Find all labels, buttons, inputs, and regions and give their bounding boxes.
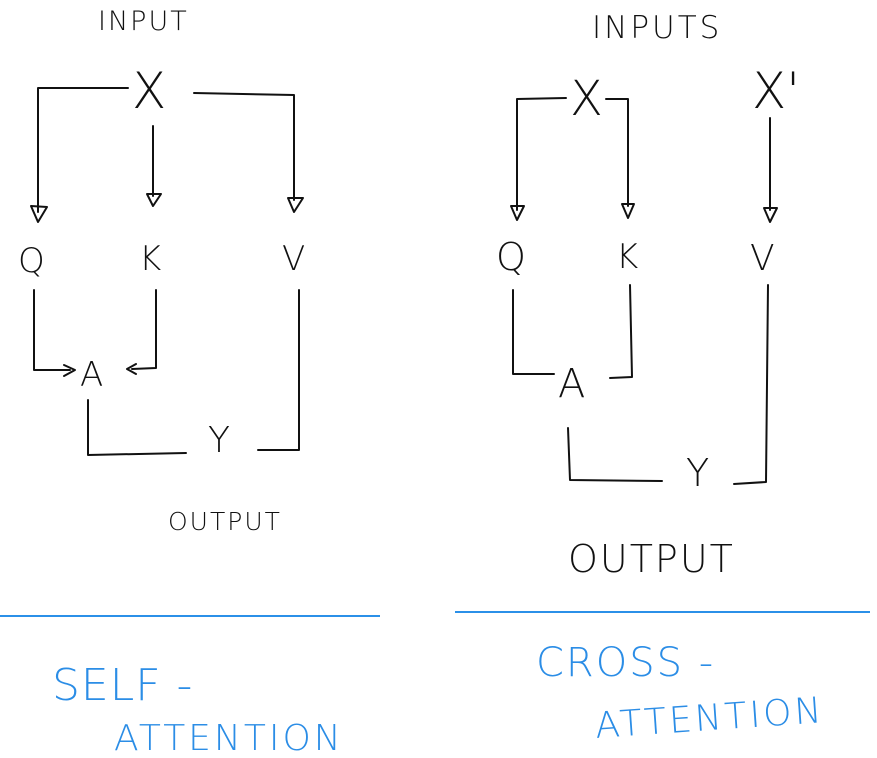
- cross-line-a-to-y: [567, 427, 663, 482]
- self-query-q: Q: [18, 241, 45, 281]
- self-arrow-x-to-v: [193, 92, 295, 201]
- cross-result-y: Y: [686, 451, 709, 495]
- self-arrow-x-to-q: [37, 87, 129, 213]
- self-arrowhead-v: [287, 197, 304, 213]
- self-caption-line1: SELF -: [52, 660, 193, 711]
- cross-line-v-to-y: [733, 284, 769, 485]
- cross-attention-diagram: INPUTS X X' Q K V A Y OUTPUT: [496, 10, 800, 581]
- cross-source-x-prime: X': [752, 62, 800, 120]
- cross-value-v: V: [750, 238, 775, 279]
- cross-query-q: Q: [496, 235, 526, 279]
- cross-arrowhead-k: [621, 203, 635, 219]
- self-output-label: OUTPUT: [168, 507, 282, 536]
- cross-arrowhead-v: [763, 207, 778, 223]
- self-arrowhead-a-right: [126, 363, 137, 375]
- self-caption-line2: ATTENTION: [114, 718, 344, 758]
- cross-caption-line2: ATTENTION: [594, 690, 826, 747]
- self-key-k: K: [139, 239, 161, 279]
- self-arrowhead-q: [30, 205, 48, 223]
- self-line-v-to-y: [257, 289, 300, 451]
- cross-arrow-x-to-k: [605, 98, 629, 207]
- cross-key-k: K: [616, 237, 638, 277]
- self-result-y: Y: [208, 420, 230, 461]
- self-attention-diagram: INPUT X Q K V A Y OUTPUT: [18, 6, 305, 536]
- self-arrowhead-k: [146, 193, 162, 207]
- self-attention-a: A: [80, 355, 103, 395]
- cross-source-x: X: [570, 71, 603, 127]
- self-arrow-q-to-a: [33, 289, 71, 371]
- cross-line-k-to-a: [609, 284, 633, 379]
- cross-output-label: OUTPUT: [568, 537, 735, 581]
- self-value-v: V: [282, 239, 305, 279]
- cross-arrow-x-to-q: [516, 97, 567, 211]
- self-input-label: INPUT: [98, 6, 189, 37]
- cross-line-q-to-a: [512, 289, 555, 375]
- self-arrow-k-to-a: [131, 289, 157, 370]
- cross-arrowhead-q: [510, 205, 525, 221]
- self-line-a-to-y: [87, 399, 187, 456]
- cross-inputs-label: INPUTS: [592, 10, 722, 46]
- cross-attention-a: A: [558, 361, 585, 407]
- self-source-x: X: [132, 62, 166, 120]
- cross-caption-line1: CROSS -: [536, 640, 715, 686]
- self-arrowhead-a-left: [63, 364, 76, 377]
